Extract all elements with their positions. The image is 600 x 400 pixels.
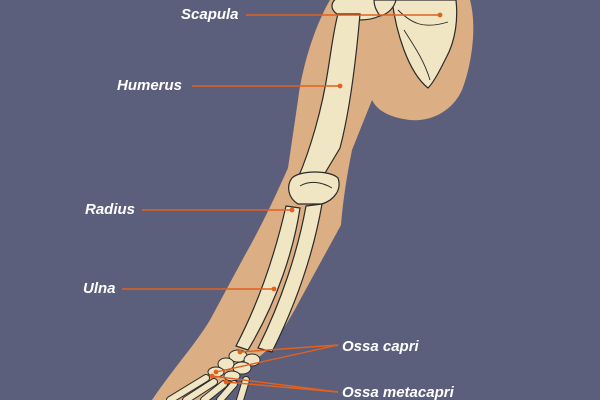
elbow-detail: [299, 181, 333, 189]
scapula-bone: [391, 0, 458, 89]
label-ulna: Ulna: [83, 280, 116, 297]
leader-carpi-2: [215, 344, 339, 373]
label-ossa-carpi: Ossa capri: [342, 338, 419, 355]
leader-dot: [209, 373, 215, 379]
leader-carpi-1: [239, 344, 339, 353]
label-humerus: Humerus: [117, 77, 183, 94]
clavicle-bone: [373, 0, 397, 17]
label-scapula: Scapula: [181, 6, 239, 23]
leader-dot: [289, 207, 295, 213]
elbow-joint: [288, 171, 340, 205]
metacarpal-bone: [167, 375, 209, 400]
leader-dot: [271, 286, 277, 292]
leader-dot: [223, 379, 229, 385]
leader-metacarpi-2: [225, 381, 339, 393]
radius-bone: [235, 205, 301, 351]
leader-dot: [337, 83, 343, 89]
scapula-ridge: [397, 9, 449, 81]
metacarpal-bone: [201, 381, 227, 400]
metacarpal-bones: [166, 374, 250, 400]
leader-dot: [237, 349, 243, 355]
leader-dots: [209, 12, 443, 385]
ulna-bone: [257, 203, 323, 353]
leader-dot: [437, 12, 443, 18]
metacarpal-bone: [217, 381, 237, 400]
label-radius: Radius: [85, 201, 136, 218]
label-ossa-metacarpi: Ossa metacapri: [342, 384, 454, 400]
metacarpal-bone: [183, 379, 217, 400]
leader-dot: [213, 369, 219, 375]
leader-metacarpi-1: [211, 375, 339, 393]
humerus-bone: [297, 13, 361, 179]
leader-lines: [122, 14, 440, 393]
